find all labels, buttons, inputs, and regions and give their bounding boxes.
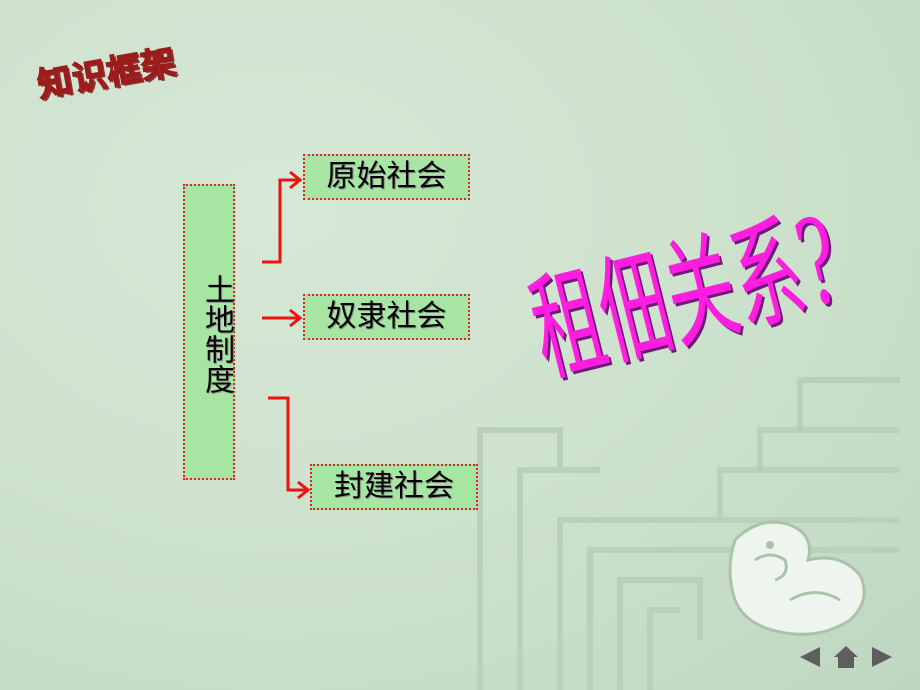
branch-node-label: 原始社会 bbox=[326, 159, 447, 194]
branch-node-label: 奴隶社会 bbox=[326, 299, 447, 334]
triangle-right-icon[interactable] bbox=[868, 644, 896, 670]
triangle-left-icon[interactable] bbox=[796, 644, 824, 670]
slide-navigation bbox=[796, 644, 896, 670]
slide-heading: 知识框架 bbox=[34, 30, 212, 120]
home-icon[interactable] bbox=[832, 644, 860, 670]
root-node-label: 土地制度 bbox=[199, 274, 234, 394]
heading-text: 知识框架 bbox=[34, 42, 180, 107]
branch-node-primitive: 原始社会 bbox=[303, 154, 470, 200]
branch-node-slavery: 奴隶社会 bbox=[303, 294, 470, 340]
branch-node-feudal: 封建社会 bbox=[310, 464, 478, 510]
branch-node-label: 封建社会 bbox=[334, 469, 454, 504]
dragon-emblem-icon bbox=[728, 520, 866, 636]
root-node: 土地制度 bbox=[183, 184, 235, 480]
